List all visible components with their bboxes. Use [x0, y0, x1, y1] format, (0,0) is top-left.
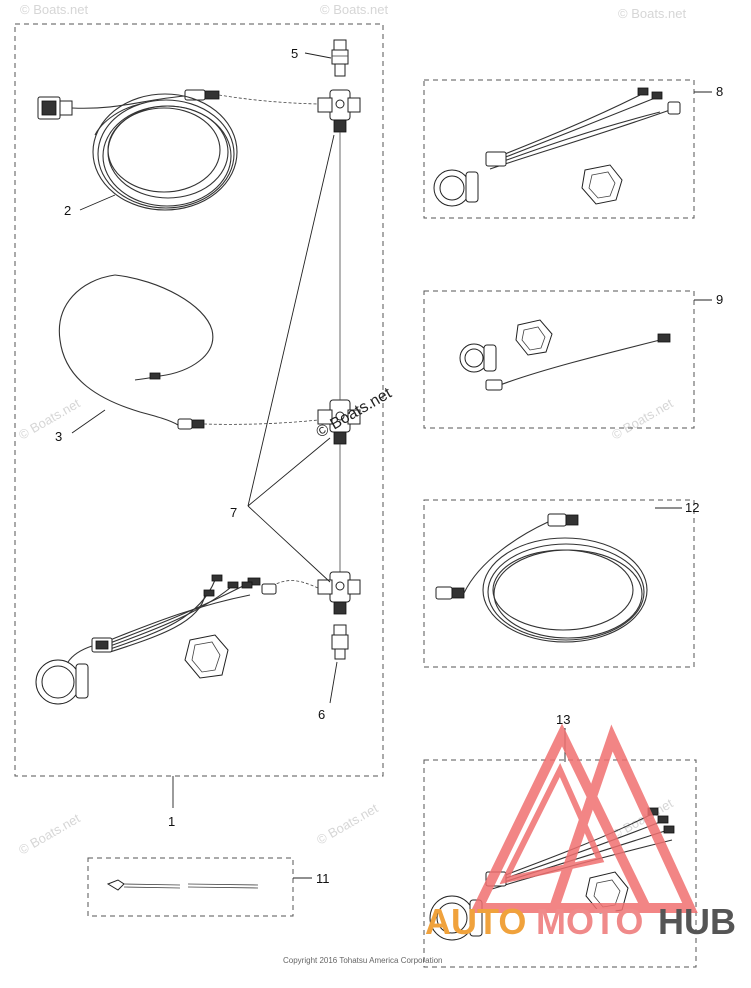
part-9-gauge-harness [459, 319, 671, 391]
callout-5: 5 [291, 46, 298, 61]
watermark-text: © Boats.net [320, 2, 389, 17]
copyright-text: Copyright 2016 Tohatsu America Corporati… [283, 956, 443, 965]
leader-6 [329, 661, 338, 704]
leader-7-group [247, 134, 335, 583]
brand-wordmark-auto: AUTO [425, 901, 526, 942]
callout-1: 1 [168, 814, 175, 829]
watermark-text: © Boats.net [618, 6, 687, 21]
brand-wordmark-moto: MOTO [536, 901, 643, 942]
tee-connector-middle [317, 399, 361, 445]
tee-connector-bottom [317, 571, 361, 615]
callout-13: 13 [556, 712, 570, 727]
callout-8: 8 [716, 84, 723, 99]
callout-9: 9 [716, 292, 723, 307]
part-11-box [87, 857, 294, 917]
part-6-terminator [331, 624, 349, 660]
callout-3: 3 [55, 429, 62, 444]
watermark-text: © Boats.net [16, 395, 83, 442]
part-12-box [423, 499, 695, 668]
callout-6: 6 [318, 707, 325, 722]
assembly-1-gauge-harness [35, 574, 319, 705]
watermark-text: © Boats.net [609, 395, 676, 442]
brand-logo [470, 723, 698, 913]
leader-2 [79, 194, 116, 211]
part-8-gauge-harness [433, 87, 681, 207]
callout-2: 2 [64, 203, 71, 218]
brand-wordmark: AUTO MOTO HUB [425, 901, 736, 942]
part-9-box [423, 290, 695, 429]
watermark-text: © Boats.net [16, 810, 83, 857]
watermark-text: © Boats.net [20, 2, 89, 17]
part-3-cable [58, 274, 319, 430]
watermark-text: © Boats.net [314, 800, 381, 847]
part-13-box [423, 759, 697, 968]
leader-3 [71, 409, 106, 434]
callout-12: 12 [685, 500, 699, 515]
callout-11: 11 [316, 871, 330, 886]
tee-connector-top [317, 89, 361, 133]
assembly-1-box [14, 23, 384, 777]
leader-5 [304, 52, 332, 59]
part-2-cable-coil [37, 89, 319, 211]
watermark-layer: © Boats.net © Boats.net © Boats.net © Bo… [16, 2, 687, 858]
part-11-cable-tie [106, 879, 259, 891]
part-8-box [423, 79, 695, 219]
part-5-terminator [331, 39, 349, 77]
callout-7: 7 [230, 505, 237, 520]
brand-wordmark-hub: HUB [658, 901, 736, 942]
part-12-extension-cable [435, 513, 648, 643]
